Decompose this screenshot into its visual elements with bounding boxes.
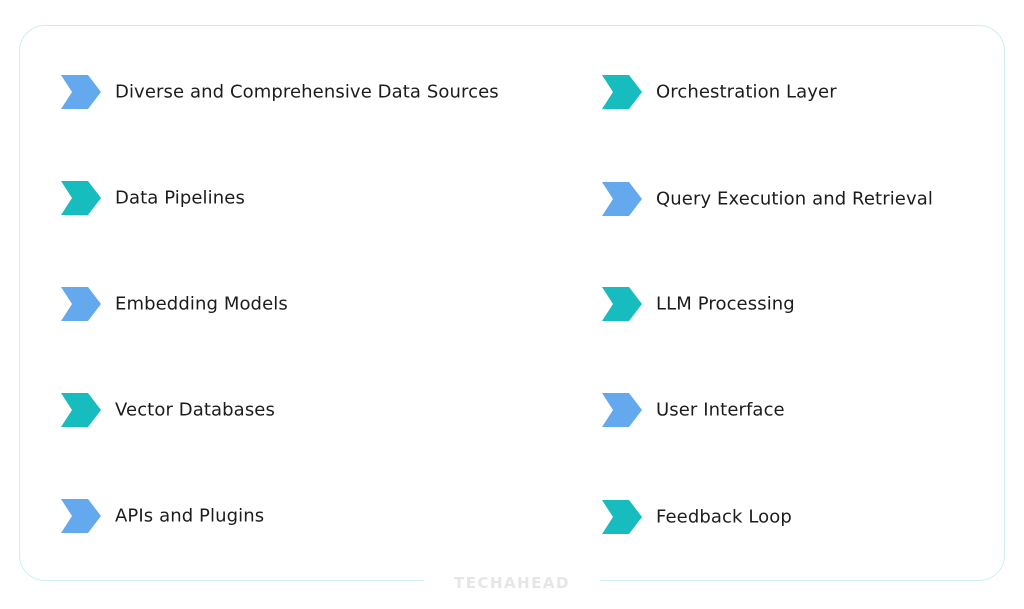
item-label: Orchestration Layer xyxy=(656,81,837,103)
chevron-right-icon xyxy=(602,75,642,109)
components-card xyxy=(19,25,1005,581)
item-label: Data Pipelines xyxy=(115,187,245,209)
item-label: Diverse and Comprehensive Data Sources xyxy=(115,81,499,103)
chevron-right-icon xyxy=(61,393,101,427)
chevron-right-icon xyxy=(602,393,642,427)
chevron-right-icon xyxy=(61,181,101,215)
item-label: Query Execution and Retrieval xyxy=(656,188,933,210)
chevron-right-icon xyxy=(602,182,642,216)
watermark-text: TECHAHEAD xyxy=(453,574,570,592)
chevron-right-icon xyxy=(61,499,101,533)
item-label: Vector Databases xyxy=(115,399,275,421)
item-label: LLM Processing xyxy=(656,293,795,315)
chevron-right-icon xyxy=(61,287,101,321)
item-label: User Interface xyxy=(656,399,785,421)
item-label: Feedback Loop xyxy=(656,506,792,528)
watermark-logo: TECHAHEAD xyxy=(424,571,600,595)
item-label: Embedding Models xyxy=(115,293,288,315)
chevron-right-icon xyxy=(602,287,642,321)
chevron-right-icon xyxy=(602,500,642,534)
item-label: APIs and Plugins xyxy=(115,505,265,527)
chevron-right-icon xyxy=(61,75,101,109)
